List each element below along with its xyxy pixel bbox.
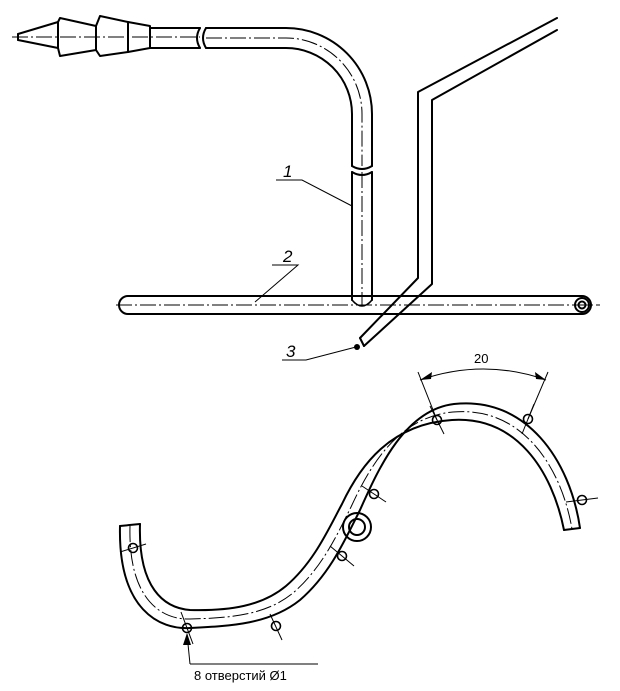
callout-3: 3 bbox=[286, 342, 296, 361]
leader-1 bbox=[276, 179, 353, 207]
callout-2: 2 bbox=[282, 247, 293, 266]
leader-3-dot bbox=[354, 344, 360, 350]
hole-8 bbox=[576, 494, 588, 506]
connector-ring-2 bbox=[57, 17, 97, 57]
callout-1: 1 bbox=[283, 162, 292, 181]
s-tube-hub-outer bbox=[342, 512, 372, 542]
hole-5 bbox=[368, 488, 380, 500]
hole-6 bbox=[431, 414, 443, 426]
hose-connector bbox=[17, 15, 151, 57]
hole-3 bbox=[270, 620, 282, 632]
leader-2 bbox=[254, 264, 300, 303]
dimension-arrow-left bbox=[420, 372, 432, 380]
probe-3 bbox=[359, 17, 558, 347]
break-mark-top bbox=[196, 27, 201, 49]
hole-7 bbox=[522, 413, 534, 425]
connector-neck bbox=[127, 21, 151, 53]
leaders bbox=[186, 179, 357, 665]
hole-cross-marks bbox=[119, 403, 599, 645]
s-tube-hub-inner bbox=[348, 518, 366, 536]
leader-3 bbox=[282, 346, 357, 361]
s-tube bbox=[118, 402, 581, 630]
centerlines bbox=[12, 36, 600, 620]
hole-1 bbox=[127, 542, 139, 554]
holes-note: 8 отверстий Ø1 bbox=[194, 668, 287, 683]
dimension-20 bbox=[417, 368, 549, 421]
dimension-arrow-right bbox=[535, 372, 546, 380]
hole-4 bbox=[336, 550, 348, 562]
holes bbox=[127, 413, 588, 634]
dimension-20-label: 20 bbox=[474, 351, 488, 366]
connector-ring-3 bbox=[95, 15, 129, 57]
leader-holes-arrow bbox=[183, 633, 191, 645]
hole-2 bbox=[181, 622, 193, 634]
connector-ring-1 bbox=[17, 21, 59, 49]
tube-1 bbox=[149, 27, 373, 307]
